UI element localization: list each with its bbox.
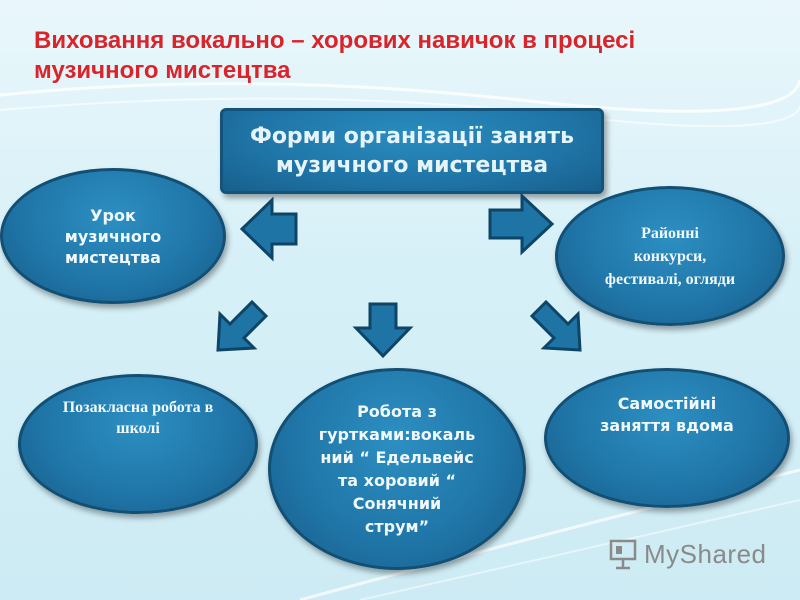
center-box: Форми організації занять музичного мисте… <box>220 108 604 194</box>
node-contests: Районні конкурси, фестивалі, огляди <box>555 186 785 326</box>
presentation-board-icon <box>609 539 637 570</box>
arrow-left-icon <box>239 196 298 262</box>
node-lesson: Урок музичного мистецтва <box>0 168 226 304</box>
logo: MyShared <box>608 538 767 570</box>
slide-title: Виховання вокально – хорових навичок в п… <box>34 27 636 84</box>
logo-text: MyShared <box>644 538 767 569</box>
arrow-right-icon <box>488 192 555 256</box>
arrow-down-left-icon <box>216 299 269 352</box>
node-extracurricular: Позакласна робота в школі <box>18 374 258 514</box>
node-extracurricular-text: Позакласна робота в школі <box>62 399 214 437</box>
center-box-text: Форми організації занять музичного мисте… <box>250 124 574 178</box>
node-circles: Робота з гуртками:вокаль ний “ Едельвейс… <box>268 368 526 570</box>
arrow-down-icon <box>352 302 414 359</box>
node-lesson-text: Урок музичного мистецтва <box>64 205 162 267</box>
node-self-study: Самостійні заняття вдома <box>544 368 790 508</box>
node-contests-text: Районні конкурси, фестивалі, огляди <box>604 224 736 288</box>
node-self-study-text: Самостійні заняття вдома <box>600 394 734 435</box>
node-circles-text: Робота з гуртками:вокаль ний “ Едельвейс… <box>318 402 476 536</box>
arrow-down-right-icon <box>529 299 582 352</box>
